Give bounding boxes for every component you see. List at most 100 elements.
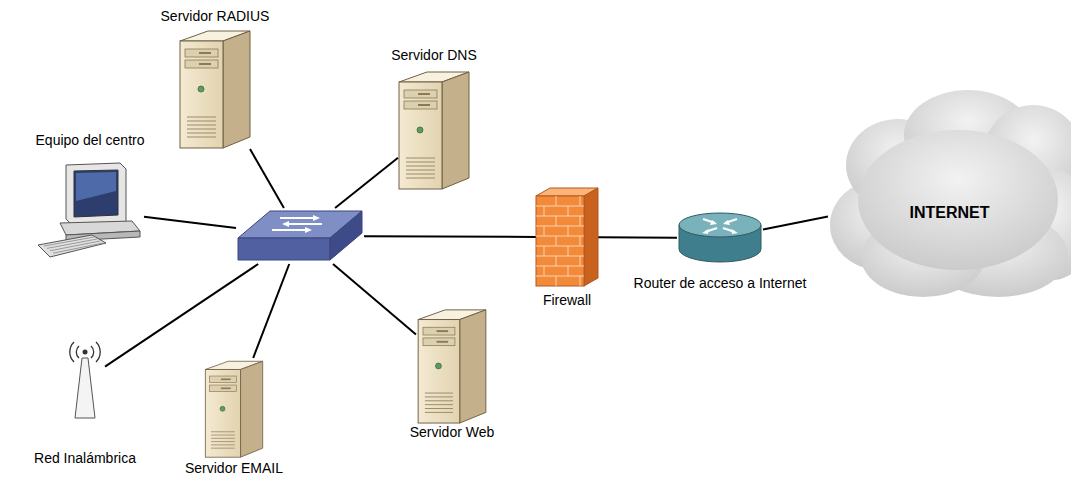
icon-part: [584, 188, 598, 286]
email-server-icon: [203, 358, 265, 458]
icon-part: [536, 206, 584, 207]
icon-part: [536, 216, 584, 217]
icon-part: [580, 236, 581, 246]
icon-part: [187, 125, 216, 126]
icon-part: [544, 226, 545, 236]
network-switch-icon: [236, 208, 364, 264]
icon-part: [96, 342, 100, 362]
icon-part: [75, 358, 95, 418]
icon-part: [425, 400, 453, 401]
icon-part: [404, 101, 437, 109]
icon-part: [47, 239, 97, 248]
icon-part: [406, 170, 435, 171]
network-link: [335, 158, 398, 208]
wireless-access-point-icon: [65, 340, 105, 420]
icon-part: [536, 246, 584, 247]
icon-part: [417, 127, 423, 133]
network-link: [598, 236, 677, 239]
icon-part: [223, 31, 250, 148]
icon-part: [536, 256, 584, 257]
network-link: [144, 217, 236, 228]
network-switch: [236, 208, 364, 264]
icon-part: [185, 60, 218, 68]
icon-part: [418, 104, 430, 106]
icon-part: [53, 243, 103, 253]
icon-part: [220, 406, 225, 411]
dns-server-icon: [398, 68, 470, 190]
network-link: [250, 149, 284, 208]
icon-part: [580, 256, 581, 266]
icon-part: [425, 404, 453, 405]
icon-part: [330, 211, 362, 260]
icon-part: [280, 217, 316, 219]
icon-part: [406, 178, 435, 179]
icon-part: [305, 227, 312, 233]
icon-part: [544, 246, 545, 256]
email-server: Servidor EMAIL: [185, 358, 283, 477]
icon-part: [425, 393, 453, 394]
icon-part: [423, 338, 455, 346]
icon-part: [91, 346, 94, 358]
device-label: Equipo del centro: [36, 132, 145, 149]
icon-part: [50, 241, 100, 251]
workstation: Equipo del centro: [36, 132, 145, 259]
icon-part: [702, 229, 709, 234]
icon-part: [211, 448, 235, 449]
icon-part: [425, 396, 453, 397]
icon-part: [66, 163, 126, 225]
icon-part: [556, 276, 557, 286]
icon-part: [282, 221, 289, 227]
icon-part: [406, 174, 435, 175]
icon-part: [556, 236, 557, 246]
icon-part: [437, 341, 449, 343]
icon-part: [406, 166, 435, 167]
icon-part: [209, 385, 236, 392]
icon-part: [238, 238, 330, 260]
cloud-label: INTERNET: [910, 204, 990, 222]
internet-cloud: INTERNET: [828, 85, 1071, 300]
icon-part: [187, 121, 216, 122]
icon-part: [418, 93, 430, 95]
icon-part: [544, 206, 545, 216]
icon-part: [830, 90, 1071, 297]
device-label: Red Inalámbrica: [34, 450, 136, 467]
icon-part: [580, 276, 581, 286]
icon-part: [187, 129, 216, 130]
icon-part: [187, 117, 216, 118]
device-label: Servidor DNS: [391, 47, 477, 64]
icon-part: [544, 266, 545, 276]
icon-part: [710, 220, 717, 225]
icon-part: [76, 346, 79, 358]
wireless-access-point: Red Inalámbrica: [34, 340, 136, 467]
icon-part: [580, 196, 581, 206]
router: Router de acceso a Internet: [634, 211, 807, 292]
icon-part: [211, 438, 235, 439]
icon-part: [272, 229, 308, 231]
icon-part: [221, 388, 231, 390]
icon-part: [185, 49, 218, 57]
icon-part: [425, 412, 453, 413]
icon-part: [286, 223, 322, 225]
icon-part: [211, 435, 235, 436]
icon-part: [180, 41, 223, 148]
icon-part: [437, 330, 449, 332]
icon-part: [199, 52, 211, 54]
icon-part: [404, 90, 437, 98]
router-icon: [677, 211, 763, 265]
icon-part: [205, 369, 240, 457]
device-label: Router de acceso a Internet: [634, 275, 807, 292]
icon-part: [460, 310, 486, 423]
icon-part: [211, 444, 235, 445]
icon-part: [313, 215, 320, 221]
icon-part: [209, 376, 236, 383]
icon-part: [211, 431, 235, 432]
device-label: Firewall: [543, 292, 591, 309]
device-label: Servidor Web: [410, 424, 495, 441]
icon-part: [241, 361, 263, 457]
cloud-shape: [828, 85, 1071, 300]
radius-server-icon: [179, 27, 251, 149]
icon-part: [76, 172, 116, 201]
icon-part: [198, 86, 204, 92]
icon-part: [221, 378, 231, 380]
